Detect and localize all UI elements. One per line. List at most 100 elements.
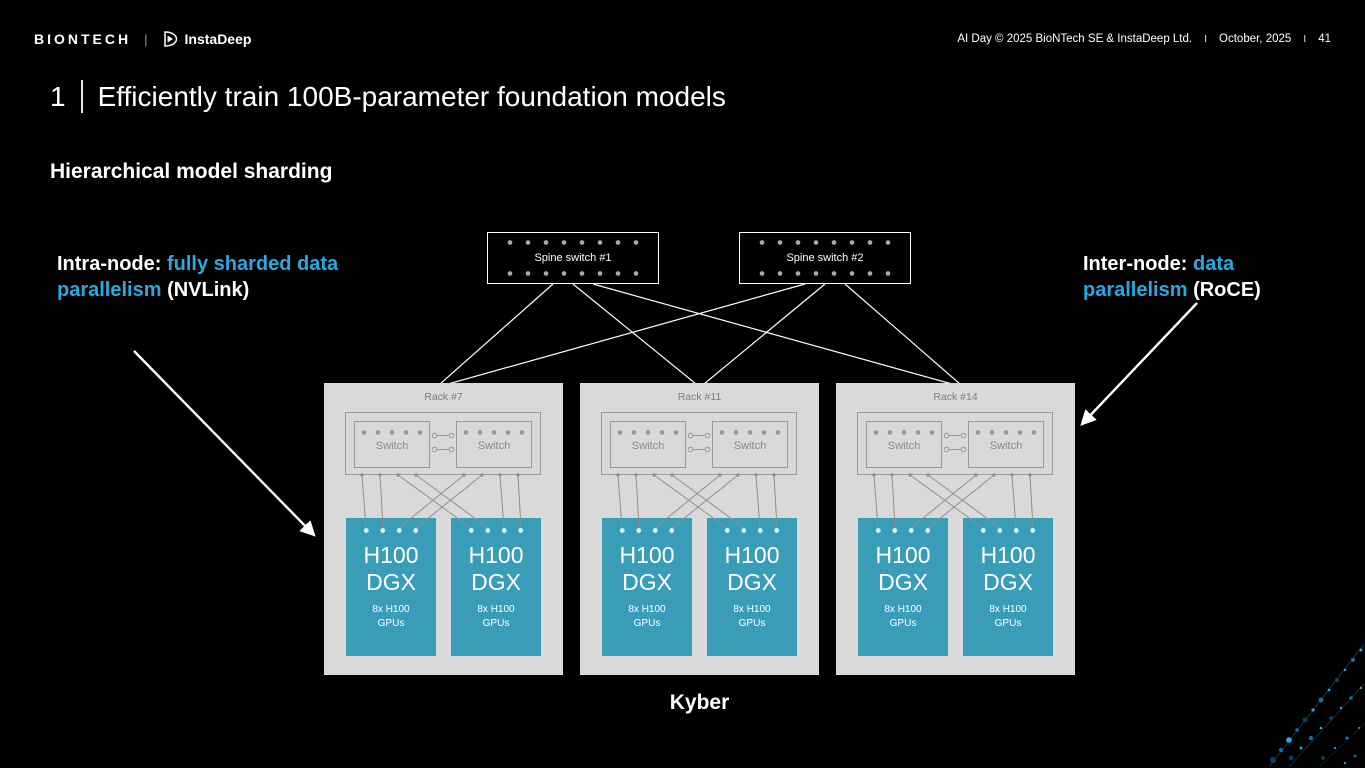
node-title: H100 xyxy=(875,542,931,568)
leaf-switch: Switch xyxy=(968,421,1044,468)
port-dots xyxy=(501,270,645,277)
header-meta: AI Day © 2025 BioNTech SE & InstaDeep Lt… xyxy=(957,33,1331,45)
node-title: H100 xyxy=(619,542,675,568)
annotation-highlight: data parallelism xyxy=(1083,253,1235,301)
node-subtitle: DGX xyxy=(878,569,928,596)
title-divider xyxy=(80,80,83,113)
node-subtitle: DGX xyxy=(366,569,416,596)
leaf-switch-group: Switch Switch xyxy=(857,412,1053,475)
annotation-suffix: (RoCE) xyxy=(1187,279,1261,301)
node-detail: 8x H100 GPUs xyxy=(628,603,665,630)
switch-label: Switch xyxy=(733,440,767,452)
inter-node-arrow xyxy=(1080,302,1198,426)
biontech-logo: BIONTECH xyxy=(34,31,132,47)
node-detail: 8x H100 GPUs xyxy=(477,603,514,630)
switch-label: Switch xyxy=(887,440,921,452)
switch-label: Switch xyxy=(989,440,1023,452)
port-dots xyxy=(357,429,427,436)
node-detail-line1: 8x H100 xyxy=(372,604,410,616)
dgx-node: H100 DGX 8x H100 GPUs xyxy=(707,518,797,656)
switch-label: Switch xyxy=(477,440,511,452)
annotation-highlight: fully sharded data parallelism xyxy=(57,253,339,301)
annotation-prefix: Intra-node: xyxy=(57,253,167,275)
cluster-name-label: Kyber xyxy=(669,691,730,714)
rack-14: Rack #14 Switch Switch H100 DGX 8x H100 … xyxy=(836,383,1075,675)
node-detail: 8x H100 GPUs xyxy=(884,603,921,630)
node-detail-line2: GPUs xyxy=(994,617,1022,629)
node-title: H100 xyxy=(363,542,419,568)
node-title: H100 xyxy=(724,542,780,568)
spine-switch-label: Spine switch #1 xyxy=(534,251,612,264)
dgx-node: H100 DGX 8x H100 GPUs xyxy=(858,518,948,656)
instadeep-play-icon xyxy=(163,31,177,47)
subtitle: Hierarchical model sharding xyxy=(50,160,333,183)
rack-label: Rack #14 xyxy=(933,391,978,403)
leaf-switch: Switch xyxy=(354,421,430,468)
leaf-switch: Switch xyxy=(866,421,942,468)
node-subtitle: DGX xyxy=(983,569,1033,596)
node-detail: 8x H100 GPUs xyxy=(372,603,409,630)
node-detail-line2: GPUs xyxy=(633,617,661,629)
node-detail-line2: GPUs xyxy=(377,617,405,629)
node-subtitle: DGX xyxy=(471,569,521,596)
rack-11: Rack #11 Switch Switch H100 DGX 8x H100 … xyxy=(580,383,819,675)
page-title: 1 Efficiently train 100B-parameter found… xyxy=(50,80,726,113)
node-detail-line2: GPUs xyxy=(738,617,766,629)
rack-7: Rack #7 Switch Switch H100 DGX 8x H100 G… xyxy=(324,383,563,675)
gpu-dots xyxy=(975,527,1041,534)
instadeep-logo: InstaDeep xyxy=(161,30,251,48)
title-number: 1 xyxy=(50,80,66,112)
intra-node-arrow xyxy=(133,350,316,537)
switch-label: Switch xyxy=(631,440,665,452)
dgx-node: H100 DGX 8x H100 GPUs xyxy=(451,518,541,656)
switch-interlink-icon xyxy=(943,432,967,453)
node-title: H100 xyxy=(468,542,524,568)
port-dots xyxy=(753,270,897,277)
switch-label: Switch xyxy=(375,440,409,452)
rack-label: Rack #7 xyxy=(424,391,463,403)
node-detail-line1: 8x H100 xyxy=(733,604,771,616)
node-detail-line1: 8x H100 xyxy=(477,604,515,616)
annotation-suffix: (NVLink) xyxy=(161,279,250,301)
logo-divider: | xyxy=(144,31,148,47)
switch-interlink-icon xyxy=(431,432,455,453)
port-dots xyxy=(869,429,939,436)
annotation-inter-node: Inter-node: data parallelism (RoCE) xyxy=(1083,251,1283,303)
page-number: 41 xyxy=(1318,33,1331,45)
header: BIONTECH | InstaDeep AI Day © 2025 BioNT… xyxy=(34,30,1331,48)
annotation-prefix: Inter-node: xyxy=(1083,253,1193,275)
gpu-dots xyxy=(719,527,785,534)
port-dots xyxy=(753,239,897,246)
node-detail-line2: GPUs xyxy=(482,617,510,629)
switch-interlink-icon xyxy=(687,432,711,453)
port-dots xyxy=(501,239,645,246)
spine-switch-1: Spine switch #1 xyxy=(487,232,659,284)
node-detail-line2: GPUs xyxy=(889,617,917,629)
meta-separator: I xyxy=(1204,33,1208,45)
decorative-particles xyxy=(1268,643,1365,768)
port-dots xyxy=(715,429,785,436)
spine-switch-label: Spine switch #2 xyxy=(786,251,864,264)
node-detail: 8x H100 GPUs xyxy=(989,603,1026,630)
node-detail-line1: 8x H100 xyxy=(989,604,1027,616)
leaf-switch: Switch xyxy=(610,421,686,468)
node-detail: 8x H100 GPUs xyxy=(733,603,770,630)
leaf-switch-group: Switch Switch xyxy=(601,412,797,475)
spine-switch-2: Spine switch #2 xyxy=(739,232,911,284)
gpu-dots xyxy=(463,527,529,534)
date-text: October, 2025 xyxy=(1219,33,1292,45)
gpu-dots xyxy=(870,527,936,534)
title-text: Efficiently train 100B-parameter foundat… xyxy=(97,80,726,112)
meta-separator: I xyxy=(1303,33,1307,45)
copyright-text: AI Day © 2025 BioNTech SE & InstaDeep Lt… xyxy=(957,33,1193,45)
dgx-node: H100 DGX 8x H100 GPUs xyxy=(963,518,1053,656)
leaf-switch: Switch xyxy=(456,421,532,468)
logo-group: BIONTECH | InstaDeep xyxy=(34,30,251,48)
node-title: H100 xyxy=(980,542,1036,568)
node-subtitle: DGX xyxy=(727,569,777,596)
annotation-intra-node: Intra-node: fully sharded data paralleli… xyxy=(57,251,377,303)
port-dots xyxy=(459,429,529,436)
rack-label: Rack #11 xyxy=(677,391,722,403)
port-dots xyxy=(971,429,1041,436)
